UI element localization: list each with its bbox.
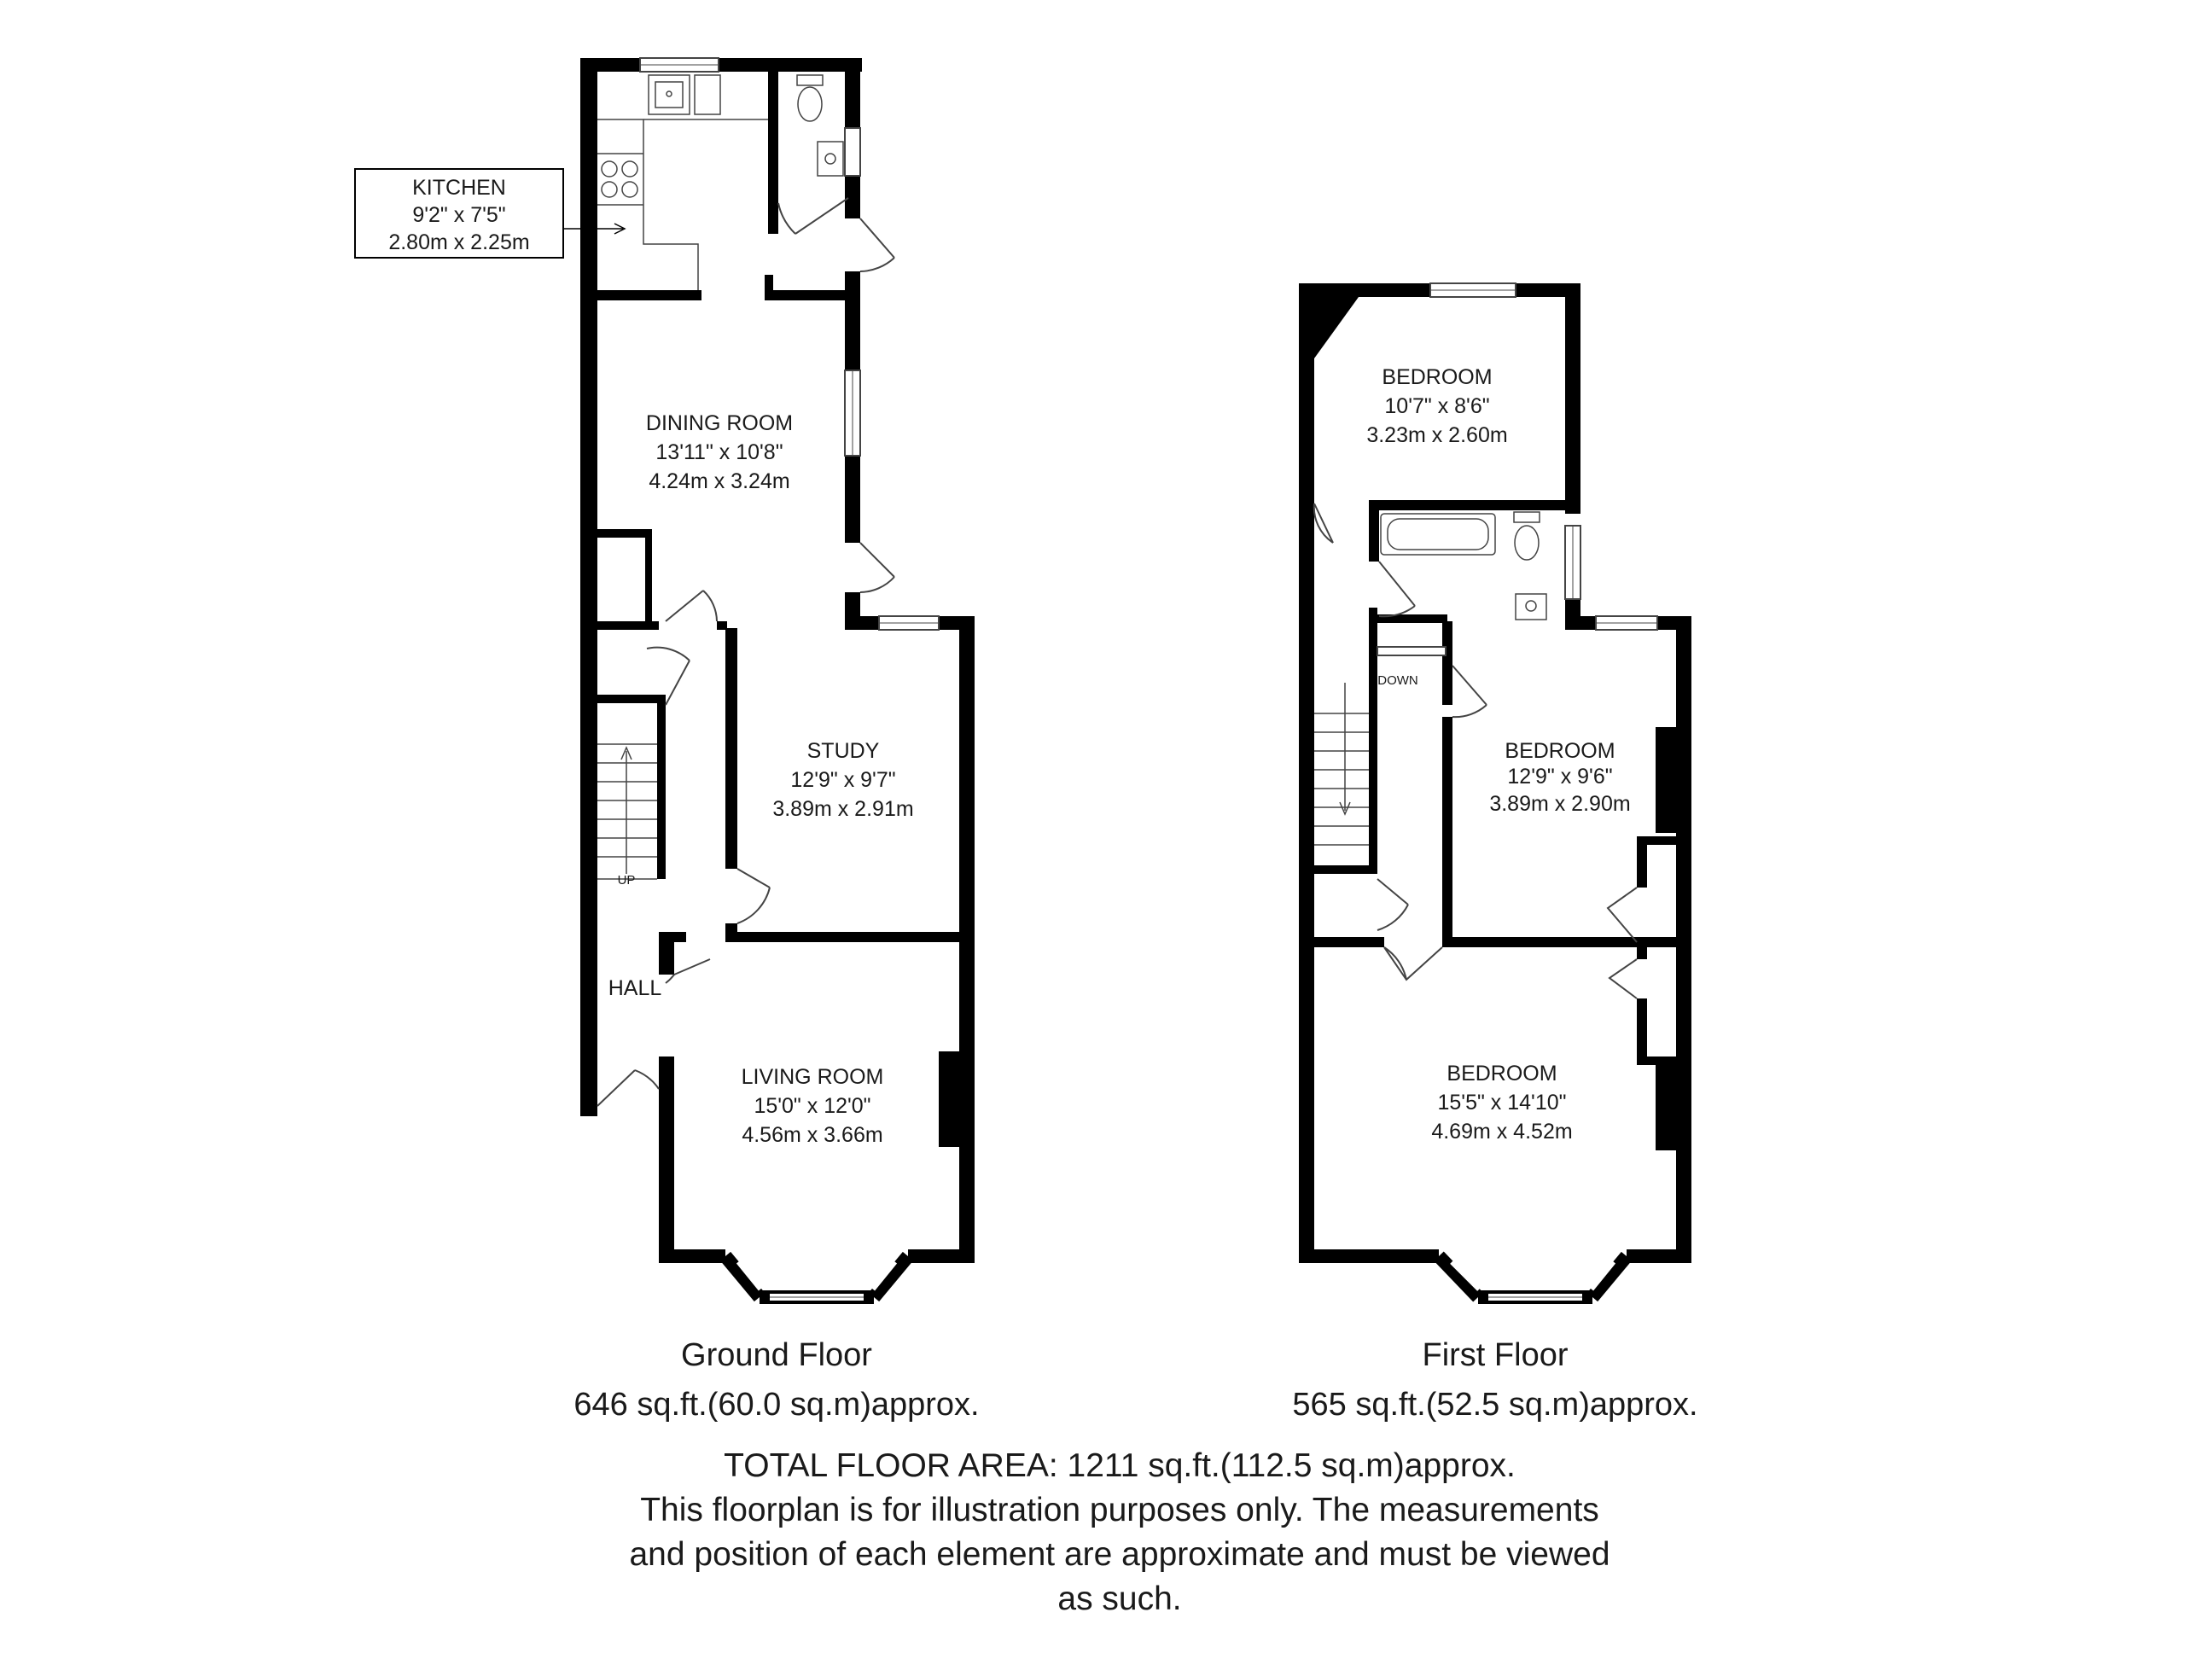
wall (1369, 608, 1377, 874)
arrow-down-icon (1339, 801, 1351, 816)
bedroom-top-name: BEDROOM (1382, 365, 1492, 389)
bedroom-top-metric: 3.23m x 2.60m (1366, 423, 1507, 447)
wall (597, 695, 664, 703)
kitchen-metric: 2.80m x 2.25m (388, 230, 529, 254)
wc-fittings (796, 74, 844, 177)
wall (580, 58, 862, 72)
wall (1637, 836, 1647, 888)
wall (1637, 942, 1647, 959)
wall (1637, 998, 1647, 1063)
first-doors (1313, 503, 1638, 999)
wall (768, 72, 778, 234)
wall (659, 932, 674, 975)
wall (597, 290, 701, 300)
wall (765, 290, 850, 300)
wall (1637, 1057, 1679, 1065)
first-bay-window (1434, 1251, 1633, 1304)
wall (1314, 297, 1359, 358)
living-name: LIVING ROOM (742, 1065, 884, 1089)
stairs-down-label: DOWN (1377, 673, 1418, 688)
stairs-up-label: UP (618, 873, 636, 888)
disclaimer-line-1: This floorplan is for illustration purpo… (640, 1492, 1599, 1528)
study-metric: 3.89m x 2.91m (772, 797, 913, 821)
wall (1369, 500, 1379, 562)
bathroom-fittings (1380, 511, 1547, 620)
basin-icon (1515, 593, 1547, 620)
study-imperial: 12'9" x 9'7" (790, 768, 895, 792)
living-metric: 4.56m x 3.66m (742, 1123, 882, 1147)
wall (845, 196, 860, 218)
wall (597, 621, 659, 630)
dining-name: DINING ROOM (646, 411, 793, 435)
study-name: STUDY (807, 739, 880, 763)
wall (1314, 937, 1374, 947)
disclaimer-line-3: as such. (1057, 1580, 1181, 1617)
wall (765, 275, 773, 300)
bath-icon (1380, 513, 1496, 556)
total-floor-area: TOTAL FLOOR AREA: 1211 sq.ft.(112.5 sq.m… (724, 1447, 1516, 1484)
wall (1637, 836, 1679, 845)
toilet-icon (796, 74, 824, 86)
bedroom-front-imperial: 15'5" x 14'10" (1437, 1091, 1566, 1115)
first-stairs (1314, 683, 1369, 846)
wall (659, 1057, 674, 1099)
disclaimer-line-2: and position of each element are approxi… (629, 1536, 1610, 1573)
wall (1442, 717, 1452, 946)
wall (1369, 614, 1447, 623)
bedroom-mid-name: BEDROOM (1505, 739, 1615, 763)
hob-icon (601, 160, 638, 198)
bedroom-front-metric: 4.69m x 4.52m (1431, 1120, 1572, 1144)
wall (725, 932, 975, 942)
ground-floor-title: Ground Floor (681, 1337, 872, 1373)
first-floor-area: 565 sq.ft.(52.5 sq.m)approx. (1292, 1387, 1697, 1423)
kitchen-name: KITCHEN (412, 176, 506, 200)
wall (659, 1249, 725, 1263)
first-floor-title: First Floor (1423, 1337, 1569, 1373)
ground-stairs (597, 743, 657, 880)
wall (580, 58, 597, 1116)
ground-bay-window (719, 1251, 914, 1304)
ground-windows (639, 57, 940, 631)
arrow-up-icon (620, 746, 632, 760)
bedroom-top-imperial: 10'7" x 8'6" (1384, 394, 1489, 418)
wall (657, 695, 666, 879)
dining-imperial: 13'11" x 10'8" (655, 440, 783, 464)
wall (717, 621, 727, 630)
bedroom-mid-imperial: 12'9" x 9'6" (1507, 765, 1612, 789)
chimney-breast (1656, 727, 1678, 833)
wall (597, 529, 647, 538)
ground-floor-area: 646 sq.ft.(60.0 sq.m)approx. (573, 1387, 979, 1423)
kitchen-callout (354, 168, 626, 259)
kitchen-fittings (597, 74, 768, 290)
toilet-icon (1513, 511, 1540, 523)
wall (1442, 621, 1452, 705)
wall (1627, 1249, 1691, 1263)
wall (1442, 937, 1691, 947)
wall (1369, 500, 1579, 510)
dining-metric: 4.24m x 3.24m (649, 469, 789, 493)
bedroom-front-name: BEDROOM (1447, 1062, 1557, 1086)
wall (1299, 1249, 1439, 1263)
wall (1565, 283, 1580, 514)
sink-icon (648, 74, 690, 115)
basin-icon (817, 141, 844, 177)
bedroom-mid-metric: 3.89m x 2.90m (1489, 792, 1630, 816)
hall-name: HALL (608, 976, 662, 1000)
wall (645, 529, 652, 625)
first-floor-plan (1299, 283, 1691, 1263)
first-windows (1377, 282, 1658, 656)
chimney-breast (1656, 1065, 1678, 1150)
ground-doors (597, 197, 895, 1107)
wall (725, 628, 737, 869)
wall (908, 1249, 975, 1263)
living-imperial: 15'0" x 12'0" (754, 1094, 870, 1118)
kitchen-imperial: 9'2" x 7'5" (412, 203, 505, 227)
wall (1314, 865, 1377, 874)
wall (659, 1092, 674, 1263)
chimney-breast (939, 1051, 961, 1147)
wall (1299, 283, 1314, 1263)
